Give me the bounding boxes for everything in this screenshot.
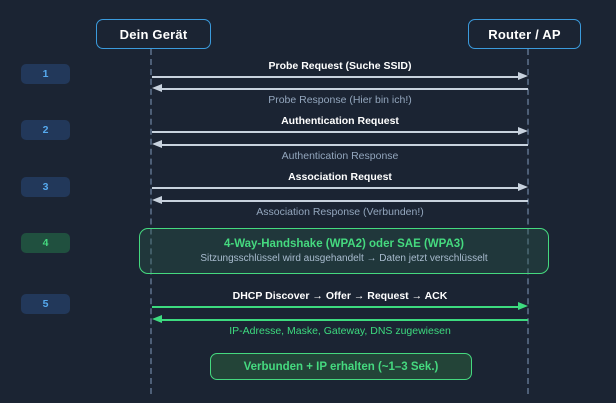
arrow-head-right-icon [518, 72, 528, 80]
arrow-head-right-icon [518, 183, 528, 191]
step-badge-4-label: 4 [42, 237, 49, 249]
step-badge-1-label: 1 [42, 68, 49, 80]
step-badge-3-label: 3 [42, 181, 49, 193]
step-badge-1: 1 [21, 64, 70, 84]
message-label-authentication-request: Authentication Request [281, 115, 399, 127]
step-badge-2-label: 2 [42, 124, 49, 136]
message-arrow-probe-response [152, 84, 528, 93]
message-label-authentication-response: Authentication Response [281, 150, 399, 162]
node-device-label: Dein Gerät [119, 26, 188, 42]
arrow-shaft [160, 144, 528, 146]
arrow-head-right-icon [518, 127, 528, 135]
node-router: Router / AP [468, 19, 581, 49]
arrow-head-left-icon [152, 315, 162, 323]
handshake-title: 4-Way-Handshake (WPA2) oder SAE (WPA3) [223, 238, 465, 250]
message-arrow-authentication-response [152, 140, 528, 149]
message-label-association-request: Association Request [288, 171, 392, 183]
arrow-shaft [160, 200, 528, 202]
message-label-probe-request: Probe Request (Suche SSID) [268, 60, 412, 72]
step-badge-2: 2 [21, 120, 70, 140]
message-arrow-association-response [152, 196, 528, 205]
message-arrow-authentication-request [152, 127, 528, 136]
arrow-shaft [160, 88, 528, 90]
arrow-head-right-icon [518, 302, 528, 310]
step-badge-5: 5 [21, 294, 70, 314]
message-arrow-dhcp-request [152, 302, 528, 311]
message-arrow-probe-request [152, 72, 528, 81]
step-badge-3: 3 [21, 177, 70, 197]
arrow-shaft [152, 76, 520, 78]
arrow-head-left-icon [152, 196, 162, 204]
message-label-association-response: Association Response (Verbunden!) [256, 206, 424, 218]
arrow-shaft [160, 319, 528, 321]
node-router-label: Router / AP [488, 26, 561, 42]
message-label-dhcp-request: DHCP Discover → Offer → Request → ACK [232, 290, 448, 302]
step-badge-5-label: 5 [42, 298, 49, 310]
handshake-subtitle: Sitzungsschlüssel wird ausgehandelt → Da… [200, 253, 488, 264]
arrow-shaft [152, 306, 520, 308]
result-pill: Verbunden + IP erhalten (~1–3 Sek.) [210, 353, 472, 380]
step-badge-4: 4 [21, 233, 70, 253]
arrow-head-left-icon [152, 140, 162, 148]
lifeline-device [150, 49, 152, 394]
arrow-head-left-icon [152, 84, 162, 92]
message-label-dhcp-assignment: IP-Adresse, Maske, Gateway, DNS zugewies… [229, 325, 451, 337]
handshake-panel: 4-Way-Handshake (WPA2) oder SAE (WPA3) S… [139, 228, 549, 274]
message-arrow-association-request [152, 183, 528, 192]
node-device: Dein Gerät [96, 19, 211, 49]
arrow-shaft [152, 187, 520, 189]
lifeline-router [527, 49, 529, 394]
result-pill-label: Verbunden + IP erhalten (~1–3 Sek.) [243, 360, 439, 373]
arrow-shaft [152, 131, 520, 133]
message-label-probe-response: Probe Response (Hier bin ich!) [268, 94, 412, 106]
message-arrow-dhcp-response [152, 315, 528, 324]
